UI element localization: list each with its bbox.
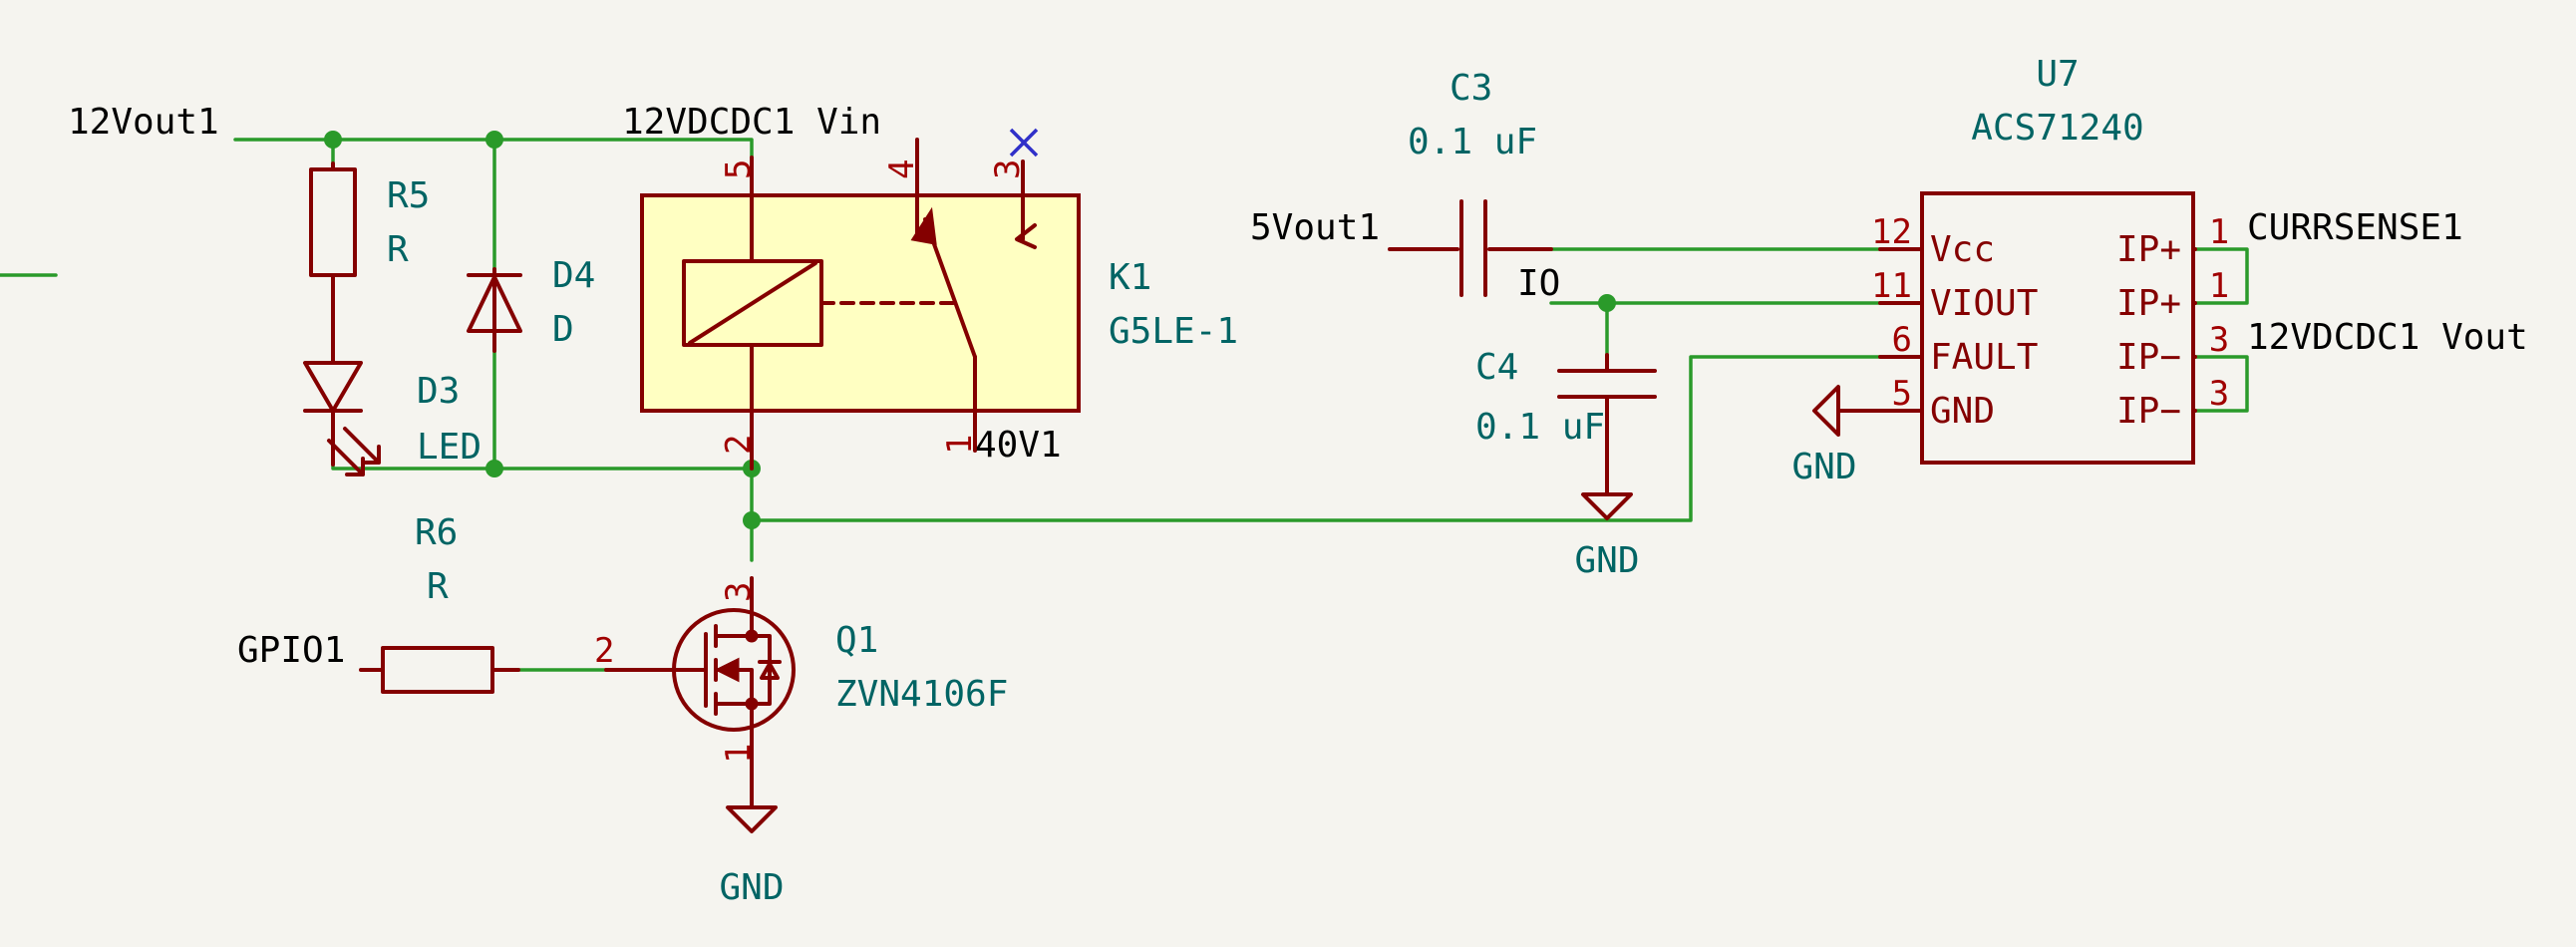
c4-value: 0.1 uF xyxy=(1475,407,1605,448)
u7-pin-ip-minus: IP− xyxy=(2116,337,2181,378)
ground-icon xyxy=(1581,492,1633,520)
u7-pin-ip-plus: IP+ xyxy=(2116,229,2181,270)
led-arrow-icon xyxy=(327,439,365,476)
net-label-io[interactable]: IO xyxy=(1517,263,1560,304)
led-d3-triangle xyxy=(303,361,363,413)
relay-k1[interactable]: 5 4 3 2 1 K1 G5LE-1 xyxy=(640,128,1238,471)
q1-pin-2: 2 xyxy=(594,631,614,671)
net-label-12vdcdc1-vout[interactable]: 12VDCDC1 Vout xyxy=(2247,317,2528,358)
u7-pin-viout: VIOUT xyxy=(1930,283,2038,324)
u7-pin-3-num: 3 xyxy=(2209,374,2229,414)
gnd-label: GND xyxy=(1574,540,1639,581)
u7-pin-fault: FAULT xyxy=(1930,337,2038,378)
net-labels: 12Vout1 12VDCDC1 Vin 40V1 GPIO1 5Vout1 I… xyxy=(68,102,2528,671)
d4-value: D xyxy=(552,309,574,350)
ground-icon xyxy=(1812,385,1840,437)
u7-value: ACS71240 xyxy=(1971,108,2143,149)
k1-pin-4: 4 xyxy=(882,159,922,179)
junction-dot xyxy=(324,131,342,149)
u7-pin-ip-minus: IP− xyxy=(2116,391,2181,432)
c3-value: 0.1 uF xyxy=(1408,122,1537,162)
k1-pin-5: 5 xyxy=(719,159,759,179)
no-connect-icon xyxy=(1009,128,1039,158)
r6-value: R xyxy=(427,566,449,607)
q1-pin-3: 3 xyxy=(719,582,759,602)
wire-12v-rail xyxy=(233,138,754,159)
gnd-label: GND xyxy=(719,867,784,908)
d4-ref: D4 xyxy=(552,255,595,296)
d3-value: LED xyxy=(417,427,482,468)
k1-pin-2: 2 xyxy=(719,435,759,455)
mosfet-q1[interactable]: 2 3 1 Q1 ZVN4106F xyxy=(594,576,1008,770)
ic-u7-body xyxy=(1920,191,2195,465)
r5-value: R xyxy=(387,229,409,270)
diode-d4[interactable]: D4 D xyxy=(467,255,595,353)
net-label-currsense1[interactable]: CURRSENSE1 xyxy=(2247,207,2463,248)
wire-ip-minus-bridge xyxy=(2193,355,2249,413)
u7-pin-1-num: 1 xyxy=(2209,266,2229,306)
q1-pin-1: 1 xyxy=(719,744,759,764)
k1-pin-3: 3 xyxy=(988,159,1028,179)
net-label-12vdcdc1-vin[interactable]: 12VDCDC1 Vin xyxy=(622,102,881,143)
k1-ref: K1 xyxy=(1109,257,1151,298)
u7-pin-gnd: GND xyxy=(1930,391,1995,432)
net-label-40v1[interactable]: 40V1 xyxy=(975,425,1062,466)
q1-value: ZVN4106F xyxy=(835,674,1008,715)
u7-pin-1-num: 1 xyxy=(2209,212,2229,252)
r6-ref: R6 xyxy=(415,512,458,553)
u7-pin-5-num: 5 xyxy=(1892,374,1912,414)
u7-pin-vcc: Vcc xyxy=(1930,229,1995,270)
junction-dot xyxy=(1598,294,1616,312)
net-label-5vout1[interactable]: 5Vout1 xyxy=(1250,207,1380,248)
u7-pin-12-num: 12 xyxy=(1871,212,1912,252)
net-label-12vout1[interactable]: 12Vout1 xyxy=(68,102,219,143)
u7-pin-11-num: 11 xyxy=(1871,266,1912,306)
q1-ref: Q1 xyxy=(835,620,878,661)
d3-ref: D3 xyxy=(417,371,460,412)
wire-led-bottom xyxy=(331,463,754,471)
junction-dot xyxy=(485,131,503,149)
capacitor-c3[interactable]: C3 0.1 uF xyxy=(1388,68,1553,297)
wire-ip-plus-bridge xyxy=(2193,247,2249,305)
c3-ref: C3 xyxy=(1449,68,1492,109)
wire-fault xyxy=(750,355,1882,522)
u7-ref: U7 xyxy=(2036,54,2079,95)
led-d3[interactable]: D3 LED xyxy=(303,357,482,476)
led-arrow-icon xyxy=(343,427,381,465)
u7-pin-ip-plus: IP+ xyxy=(2116,283,2181,324)
capacitor-c4[interactable]: C4 0.1 uF xyxy=(1475,347,1657,448)
resistor-r5[interactable]: R5 R xyxy=(309,161,430,361)
resistor-r6[interactable]: R6 R xyxy=(359,512,520,694)
ic-u7[interactable]: 12 11 6 5 Vcc VIOUT FAULT GND IP+ IP+ IP… xyxy=(1871,54,2229,465)
mosfet-q1-body xyxy=(672,608,796,732)
gnd-symbol-c4[interactable]: GND xyxy=(1574,405,1640,581)
ground-icon xyxy=(726,805,778,833)
gnd-label: GND xyxy=(1791,447,1856,487)
gnd-symbol-u7[interactable]: GND xyxy=(1791,385,1882,487)
r5-ref: R5 xyxy=(387,175,430,216)
gnd-symbol-q1[interactable]: GND xyxy=(719,766,785,908)
k1-pin-1: 1 xyxy=(940,435,980,455)
u7-pin-6-num: 6 xyxy=(1892,320,1912,360)
k1-value: G5LE-1 xyxy=(1109,311,1238,352)
resistor-r5-body xyxy=(309,167,357,277)
u7-pin-3-num: 3 xyxy=(2209,320,2229,360)
c4-ref: C4 xyxy=(1475,347,1518,388)
junction-dot xyxy=(743,511,761,529)
junction-dot xyxy=(485,460,503,477)
resistor-r6-body xyxy=(381,646,494,694)
net-label-gpio1[interactable]: GPIO1 xyxy=(237,630,345,671)
mosfet-arrow-icon xyxy=(714,657,740,683)
